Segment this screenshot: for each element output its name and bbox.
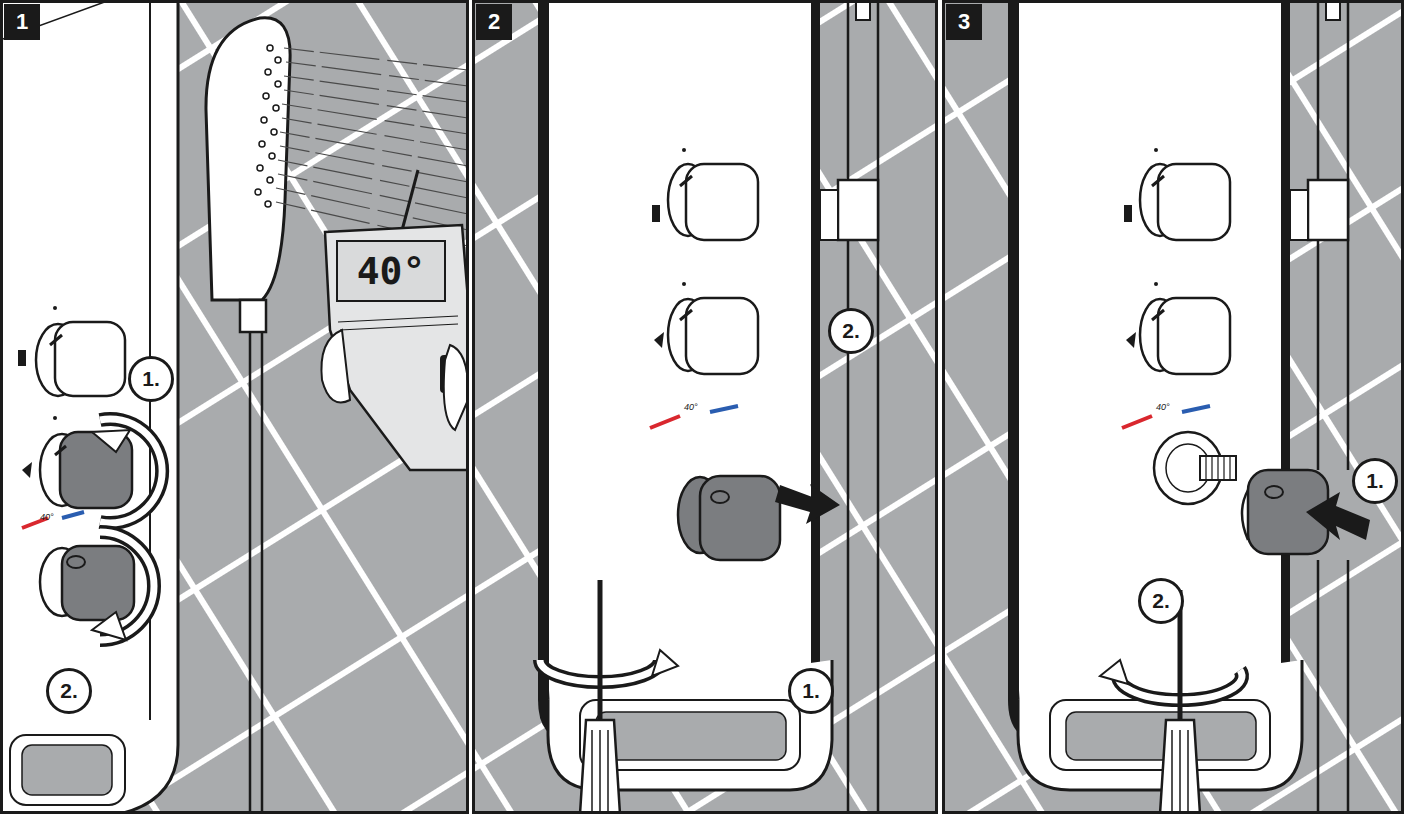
step-number: 1. <box>1366 469 1384 493</box>
step-number: 3 <box>958 9 970 35</box>
step-number: 1. <box>802 679 820 703</box>
callout-number: 1. <box>1352 458 1398 504</box>
display-reading: 40° <box>357 249 426 293</box>
step-number: 2 <box>488 9 500 35</box>
step-number: 2. <box>842 319 860 343</box>
panel-number: 1 <box>4 4 40 40</box>
step-number: 2. <box>60 679 78 703</box>
scale-mark: 40° <box>1156 402 1170 412</box>
panel-number: 2 <box>476 4 512 40</box>
step-number: 1 <box>16 9 28 35</box>
thermometer-display: 40° <box>336 240 446 302</box>
panel-number: 3 <box>946 4 982 40</box>
scale-mark: 40° <box>40 512 54 522</box>
step-number: 1. <box>142 367 160 391</box>
callout-number: 2. <box>1138 578 1184 624</box>
callout-number: 1. <box>788 668 834 714</box>
callout-number: 1. <box>128 356 174 402</box>
callout-number: 2. <box>828 308 874 354</box>
callout-number: 2. <box>46 668 92 714</box>
scale-mark: 40° <box>684 402 698 412</box>
step-number: 2. <box>1152 589 1170 613</box>
